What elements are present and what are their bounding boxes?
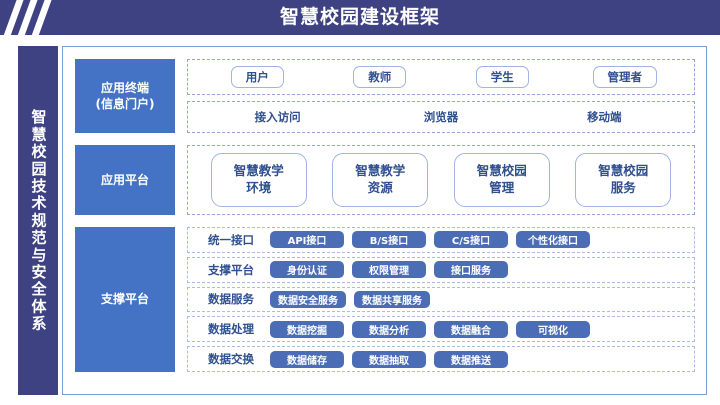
chip-data-security-service[interactable]: 数据安全服务 (270, 290, 346, 308)
subrow-label: 数据处理 (208, 322, 254, 337)
pill-student[interactable]: 学生 (475, 66, 529, 88)
header-bar: 智慧校园建设框架 (0, 0, 720, 35)
content-frame: 应用终端 (信息门户) 用户 教师 学生 管理者 接入访问 浏览器 (62, 46, 707, 395)
subrow-data-exchange: 数据交换 数据储存 数据抽取 数据推送 (187, 346, 695, 372)
box-smart-campus-management[interactable]: 智慧校园 管理 (453, 153, 550, 207)
subrow-unified-interface: 统一接口 API接口 B/S接口 C/S接口 个性化接口 (187, 227, 695, 253)
box-line2: 环境 (246, 180, 272, 195)
chip-interface-service[interactable]: 接口服务 (434, 261, 508, 279)
page-title: 智慧校园建设框架 (279, 6, 440, 28)
tier-label-application-platform: 应用平台 (75, 145, 175, 215)
box-line2: 资源 (367, 180, 393, 195)
box-smart-campus-service[interactable]: 智慧校园 服务 (575, 153, 672, 207)
chip-bs-interface[interactable]: B/S接口 (352, 231, 426, 249)
tier-body-application-platform: 智慧教学 环境 智慧教学 资源 (187, 145, 695, 215)
chip-data-extraction[interactable]: 数据抽取 (352, 350, 426, 368)
tier-label-support-platform: 支撑平台 (75, 227, 175, 372)
tier-label-application-terminal: 应用终端 (信息门户) (75, 59, 175, 133)
pill-administrator[interactable]: 管理者 (592, 66, 657, 88)
tier-body-application-terminal: 用户 教师 学生 管理者 接入访问 浏览器 移动端 (187, 59, 695, 133)
dashed-group-platform: 智慧教学 环境 智慧教学 资源 (187, 145, 695, 215)
tier-label-line1: 应用终端 (100, 80, 149, 95)
subrow-label: 数据交换 (208, 352, 254, 367)
tier-support-platform: 支撑平台 统一接口 API接口 B/S接口 C/S接口 个性化接口 支撑平台 身… (75, 227, 695, 372)
dashed-group-users: 用户 教师 学生 管理者 (187, 59, 695, 95)
vertical-sidebar: 智慧校园技术规范与安全体系 (18, 46, 58, 395)
chip-data-push[interactable]: 数据推送 (434, 350, 508, 368)
subrow-data-service: 数据服务 数据安全服务 数据共享服务 (187, 286, 695, 313)
dashed-group-access: 接入访问 浏览器 移动端 (187, 101, 695, 133)
tier-application-terminal: 应用终端 (信息门户) 用户 教师 学生 管理者 接入访问 浏览器 (75, 59, 695, 133)
chip-permission-management[interactable]: 权限管理 (352, 261, 426, 279)
pill-teacher[interactable]: 教师 (353, 66, 407, 88)
box-smart-teaching-environment[interactable]: 智慧教学 环境 (210, 153, 307, 207)
box-line1: 智慧教学 (355, 163, 406, 179)
subrow-label: 统一接口 (208, 232, 254, 247)
box-line1: 智慧校园 (476, 163, 527, 179)
chip-api-interface[interactable]: API接口 (270, 231, 344, 249)
chip-identity-authentication[interactable]: 身份认证 (270, 261, 344, 279)
box-line1: 智慧教学 (233, 163, 284, 179)
tier-label-line2: (信息门户) (95, 97, 155, 111)
text-browser: 浏览器 (423, 110, 459, 124)
subrow-data-processing: 数据处理 数据挖掘 数据分析 数据融合 可视化 (187, 316, 695, 343)
chip-visualization[interactable]: 可视化 (516, 320, 590, 338)
tier-application-platform: 应用平台 智慧教学 环境 (75, 145, 695, 215)
subrow-support-platform: 支撑平台 身份认证 权限管理 接口服务 (187, 256, 695, 283)
text-mobile: 移动端 (587, 110, 622, 124)
sidebar-label: 智慧校园技术规范与安全体系 (29, 108, 48, 333)
subrow-label: 数据服务 (208, 292, 254, 307)
chip-data-storage[interactable]: 数据储存 (270, 350, 344, 368)
chip-data-mining[interactable]: 数据挖掘 (270, 320, 344, 338)
box-line1: 智慧校园 (598, 163, 649, 179)
tier-body-support-platform: 统一接口 API接口 B/S接口 C/S接口 个性化接口 支撑平台 身份认证 权… (187, 227, 695, 372)
chip-cs-interface[interactable]: C/S接口 (434, 231, 508, 249)
chip-data-fusion[interactable]: 数据融合 (434, 320, 508, 338)
subrow-label: 支撑平台 (208, 262, 254, 277)
chip-data-analysis[interactable]: 数据分析 (352, 320, 426, 338)
box-line2: 管理 (489, 180, 515, 195)
pill-user[interactable]: 用户 (230, 66, 284, 88)
chip-custom-interface[interactable]: 个性化接口 (516, 231, 590, 249)
text-access: 接入访问 (254, 110, 301, 124)
box-line2: 服务 (610, 180, 636, 195)
box-smart-teaching-resources[interactable]: 智慧教学 资源 (332, 153, 429, 207)
chip-data-sharing-service[interactable]: 数据共享服务 (354, 290, 430, 308)
